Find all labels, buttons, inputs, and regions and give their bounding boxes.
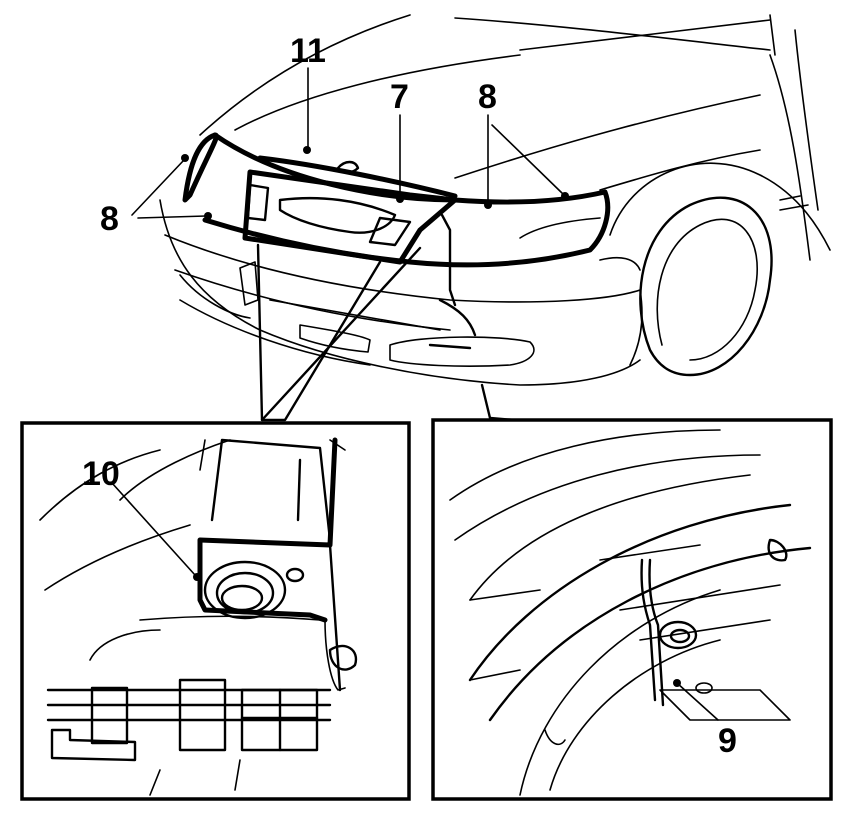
detail-left-panel (20, 421, 411, 801)
car-front-view (131, 14, 831, 422)
callout-8-left: 8 (100, 200, 119, 238)
callout-11: 11 (290, 32, 326, 70)
detail-right-panel (431, 418, 833, 801)
callout-10: 10 (82, 455, 120, 493)
callout-9: 9 (718, 722, 737, 760)
callout-7: 7 (390, 78, 409, 116)
callout-8-right: 8 (478, 78, 497, 116)
